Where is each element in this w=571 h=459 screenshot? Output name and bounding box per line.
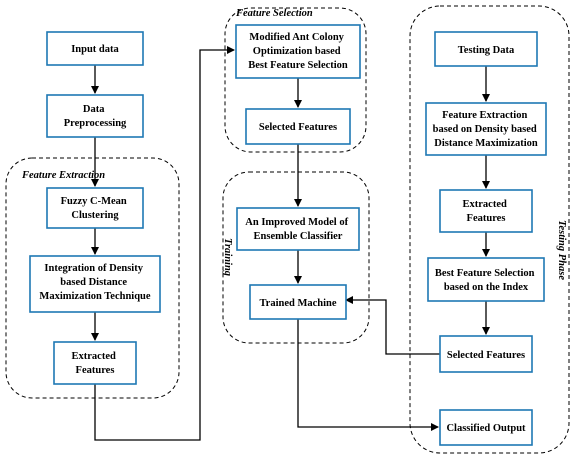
integration-density-box [29,255,161,313]
extracted-features-right-box [439,189,533,233]
input-data-box [46,31,144,66]
edge-extracted-to-aco [94,46,235,441]
trained-machine-line-1: Trained Machine [259,298,336,309]
groups: Feature Extraction Feature Selection Tra… [5,5,570,454]
integration-density-line-1: Integration of Density [44,263,143,274]
testing-data-label: Testing Data [458,45,515,56]
classified-output-line-1: Classified Output [446,423,526,434]
extracted-features-right-label: Extracted Features [463,199,510,224]
integration-density-line-3: Maximization Technique [39,291,150,302]
classified-output-label: Classified Output [446,423,526,434]
edge-trained-to-output [297,319,439,431]
group-label-feature-extraction: Feature Extraction [21,170,105,181]
selected-features-top-label: Selected Features [259,122,337,133]
data-preprocessing-line-2: Preprocessing [64,118,127,129]
data-preprocessing-box [46,94,144,138]
feature-extraction-density-line-2: based on Density based [433,124,537,135]
integration-density-line-2: based Distance [60,277,127,288]
group-label-testing-phase: Testing Phase [556,220,567,280]
node-classified-output: Classified Output [439,409,533,446]
data-preprocessing-line-1: Data [83,104,105,115]
group-feature-selection [224,7,367,153]
group-label-training: Training [222,238,233,276]
feature-extraction-density-line-3: Distance Maximization [434,138,538,149]
group-testing-phase [409,5,570,454]
feature-extraction-density-label: Feature Extraction based on Density base… [433,110,540,149]
fuzzy-cmean-line-1: Fuzzy C-Mean [61,196,127,207]
node-input-data: Input data [46,31,144,66]
modified-aco-label: Modified Ant Colony Optimization based B… [248,32,348,71]
node-integration-density: Integration of Density based Distance Ma… [29,255,161,313]
node-fuzzy-cmean: Fuzzy C-Mean Clustering [46,187,144,229]
selected-features-right-box [439,335,533,373]
improved-ensemble-label: An Improved Model of Ensemble Classifier [245,217,350,242]
integration-density-label: Integration of Density based Distance Ma… [39,263,150,302]
improved-ensemble-box [236,207,360,251]
extracted-features-left-line-2: Features [76,365,115,376]
selected-features-top-line-1: Selected Features [259,122,337,133]
best-feature-selection-line-2: based on the Index [444,282,529,293]
best-feature-selection-label: Best Feature Selection based on the Inde… [435,268,537,293]
node-testing-data: Testing Data [434,31,538,67]
best-feature-selection-line-1: Best Feature Selection [435,268,535,279]
node-selected-features-right: Selected Features [439,335,533,373]
extracted-features-right-line-2: Features [467,213,506,224]
group-label-feature-selection: Feature Selection [235,8,313,19]
nodes: Input data Data Preprocessing Fuzzy C-Me… [29,24,547,446]
fuzzy-cmean-box [46,187,144,229]
extracted-features-left-label: Extracted Features [72,351,119,376]
feature-extraction-density-line-1: Feature Extraction [442,110,527,121]
fuzzy-cmean-label: Fuzzy C-Mean Clustering [61,196,130,221]
extracted-features-left-line-1: Extracted [72,351,116,362]
testing-data-box [434,31,538,67]
classified-output-box [439,409,533,446]
best-feature-selection-box [427,257,545,302]
node-feature-extraction-density: Feature Extraction based on Density base… [425,102,547,156]
node-improved-ensemble: An Improved Model of Ensemble Classifier [236,207,360,251]
improved-ensemble-line-2: Ensemble Classifier [254,231,343,242]
node-data-preprocessing: Data Preprocessing [46,94,144,138]
trained-machine-label: Trained Machine [259,298,336,309]
input-data-line-1: Input data [71,44,119,55]
feature-extraction-density-box [425,102,547,156]
node-extracted-features-left: Extracted Features [53,341,137,385]
modified-aco-line-3: Best Feature Selection [248,60,348,71]
node-extracted-features-right: Extracted Features [439,189,533,233]
edges [91,46,490,441]
trained-machine-box [249,284,347,320]
modified-aco-line-2: Optimization based [253,46,341,57]
selected-features-right-label: Selected Features [447,350,525,361]
selected-features-right-line-1: Selected Features [447,350,525,361]
node-selected-features-top: Selected Features [245,108,351,145]
data-preprocessing-label: Data Preprocessing [64,104,127,129]
selected-features-top-box [245,108,351,145]
modified-aco-line-1: Modified Ant Colony [249,32,344,43]
edge-selected-to-trained [345,296,440,355]
group-feature-extraction [5,157,180,399]
node-best-feature-selection: Best Feature Selection based on the Inde… [427,257,545,302]
node-modified-aco: Modified Ant Colony Optimization based B… [235,24,361,79]
extracted-features-right-line-1: Extracted [463,199,507,210]
fuzzy-cmean-line-2: Clustering [71,210,119,221]
node-trained-machine: Trained Machine [249,284,347,320]
input-data-label: Input data [71,44,119,55]
modified-aco-box [235,24,361,79]
improved-ensemble-line-1: An Improved Model of [245,217,348,228]
extracted-features-left-box [53,341,137,385]
testing-data-line-1: Testing Data [458,45,515,56]
